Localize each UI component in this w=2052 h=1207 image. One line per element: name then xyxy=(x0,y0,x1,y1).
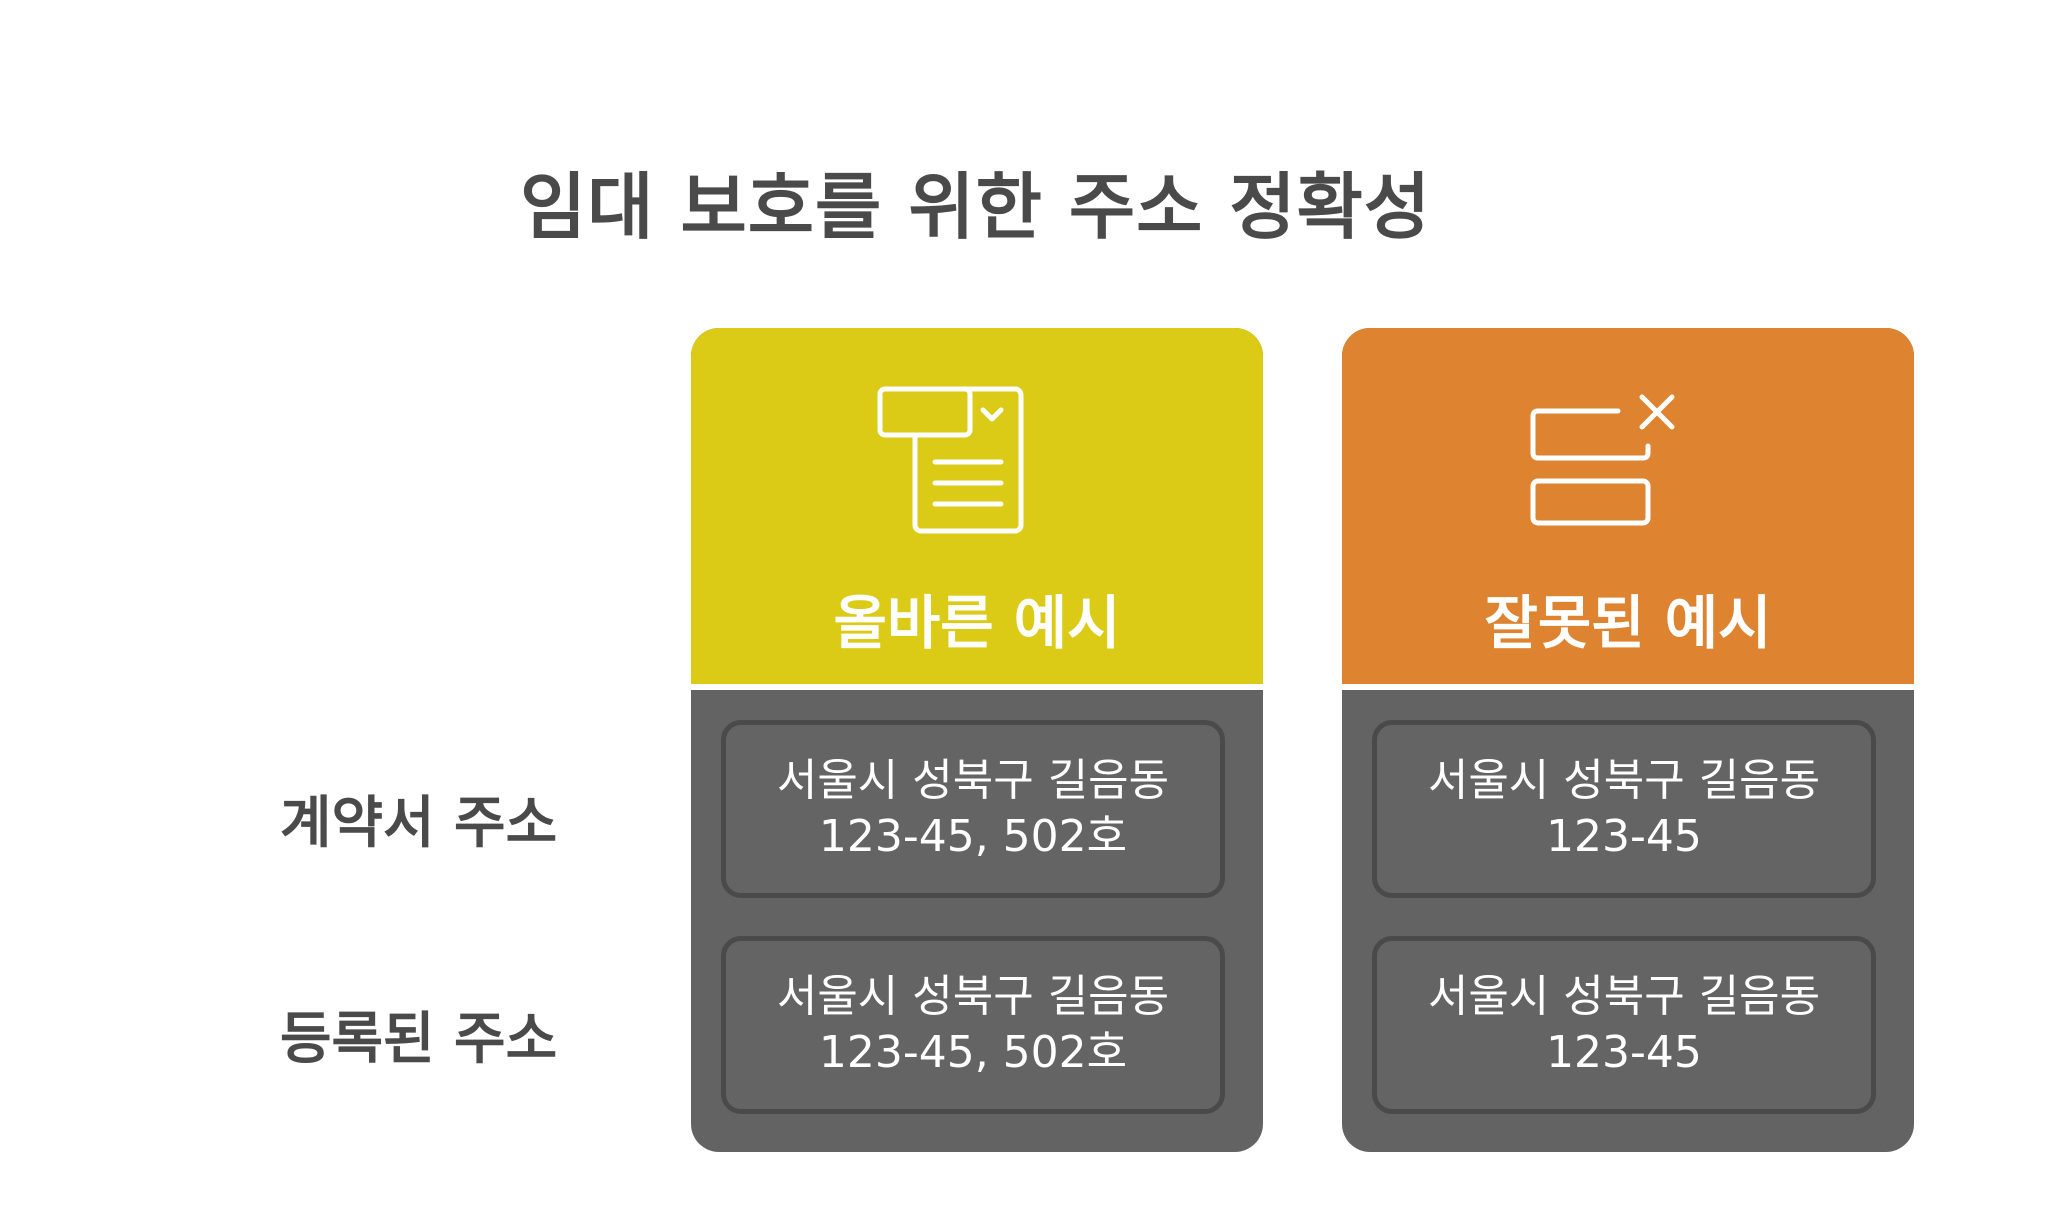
wrong-example-title: 잘못된 예시 xyxy=(1484,589,1772,657)
correct-contract-address-cell: 서울시 성북구 길음동 123-45, 502호 xyxy=(721,720,1225,898)
row-label-contract-address: 계약서 주소 xyxy=(280,791,558,856)
wrong-example-column: 잘못된 예시 서울시 성북구 길음동 123-45 서울시 성북구 길음동 12… xyxy=(1342,328,1914,1152)
address-line-2: 123-45 xyxy=(1546,1027,1702,1078)
row-label-registered-address: 등록된 주소 xyxy=(280,1007,558,1072)
address-line-1: 서울시 성북구 길음동 xyxy=(1427,755,1821,806)
wrong-example-header: 잘못된 예시 xyxy=(1342,328,1914,684)
header-divider xyxy=(691,684,1263,690)
page-title: 임대 보호를 위한 주소 정확성 xyxy=(520,165,1432,249)
wrong-contract-address-cell: 서울시 성북구 길음동 123-45 xyxy=(1372,720,1876,898)
correct-registered-address-cell: 서울시 성북구 길음동 123-45, 502호 xyxy=(721,936,1225,1114)
correct-example-header: 올바른 예시 xyxy=(691,328,1263,684)
address-line-2: 123-45, 502호 xyxy=(818,811,1128,862)
address-line-1: 서울시 성북구 길음동 xyxy=(776,971,1170,1022)
address-line-1: 서울시 성북구 길음동 xyxy=(776,755,1170,806)
wrong-registered-address-cell: 서울시 성북구 길음동 123-45 xyxy=(1372,936,1876,1114)
address-line-2: 123-45 xyxy=(1546,811,1702,862)
document-check-icon xyxy=(877,386,1024,534)
correct-example-column: 올바른 예시 서울시 성북구 길음동 123-45, 502호 서울시 성북구 … xyxy=(691,328,1263,1152)
address-line-1: 서울시 성북구 길음동 xyxy=(1427,971,1821,1022)
header-divider xyxy=(1342,684,1914,690)
mismatch-x-icon xyxy=(1530,394,1675,526)
address-line-2: 123-45, 502호 xyxy=(818,1027,1128,1078)
correct-example-title: 올바른 예시 xyxy=(833,589,1121,657)
